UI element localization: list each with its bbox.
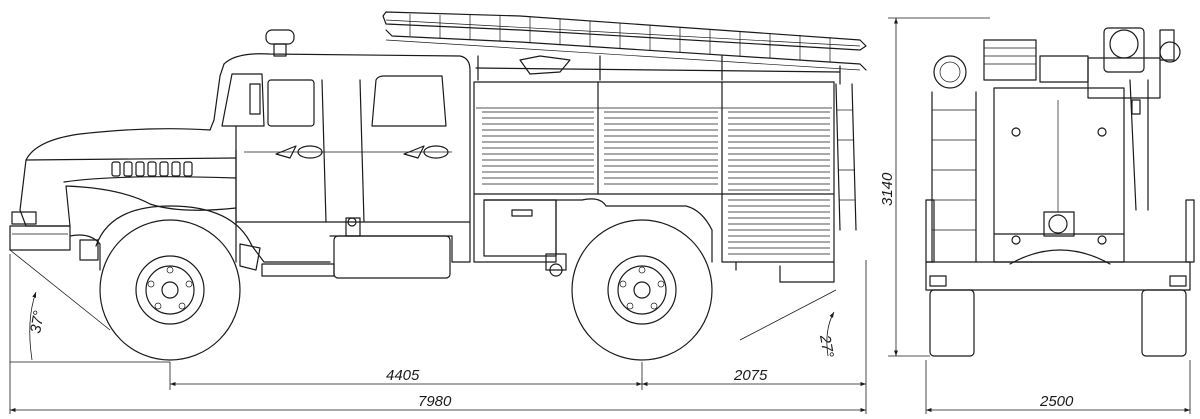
rear-view [888, 17, 1195, 414]
dim-rear-overhang-label: 2075 [733, 367, 768, 384]
dim-departure-angle-label: 27° [816, 333, 837, 359]
dim-overall-height-label: 3140 [879, 172, 896, 206]
dim-approach-angle-label: 37° [27, 309, 48, 334]
cab [209, 29, 471, 223]
body [473, 81, 857, 283]
chassis [261, 217, 471, 279]
rear-wheel [571, 219, 713, 361]
roof-ladder [382, 11, 867, 85]
dim-wheelbase-label: 4405 [386, 367, 420, 384]
ground-and-angles [9, 249, 837, 361]
dim-overall-width-label: 2500 [1039, 393, 1074, 410]
rear-dimension-lines [888, 17, 1191, 414]
dim-overall-length-label: 7980 [418, 393, 452, 410]
front-wheel [99, 219, 241, 361]
front-fender [95, 205, 331, 271]
hood [9, 128, 237, 271]
side-dimension-lines [9, 254, 867, 414]
side-view [9, 11, 867, 414]
